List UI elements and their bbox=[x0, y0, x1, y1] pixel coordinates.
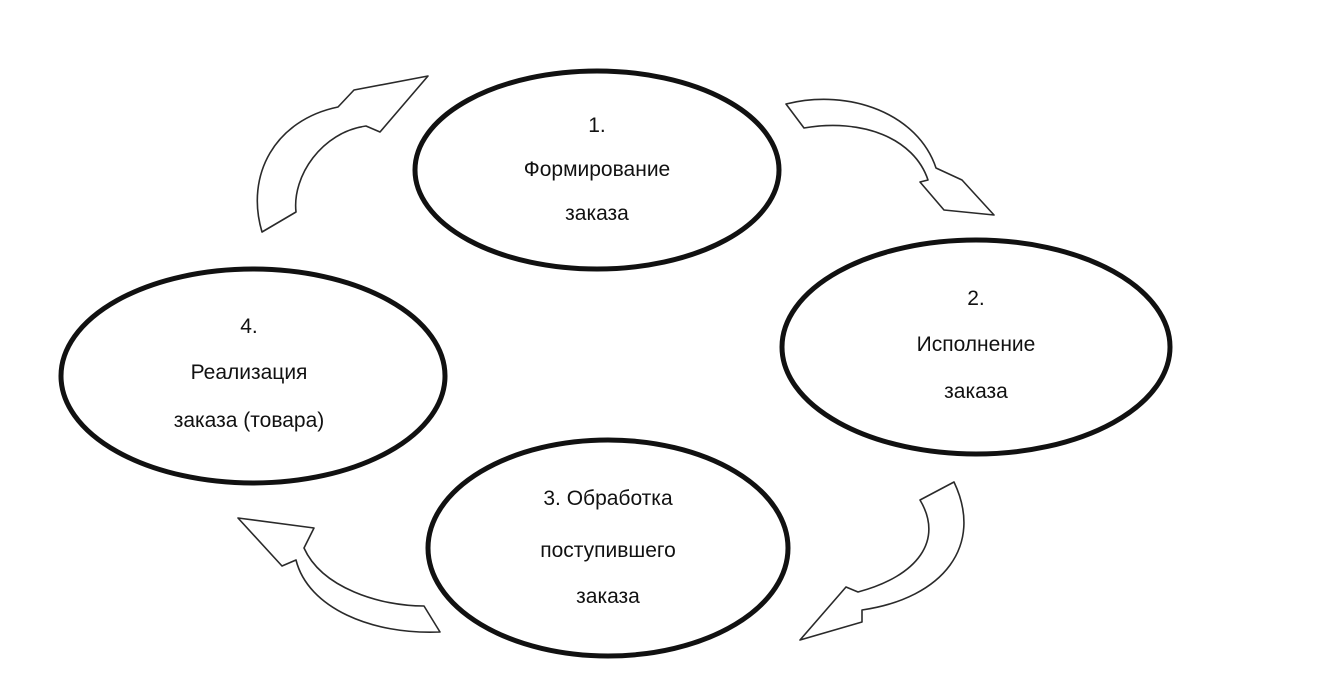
stage-1-line-3: заказа bbox=[565, 202, 629, 225]
stage-1-node: 1. Формирование заказа bbox=[412, 68, 782, 272]
stage-2-line-3: заказа bbox=[944, 380, 1008, 403]
stage-3-node: 3. Обработка поступившего заказа bbox=[425, 437, 791, 659]
stage-2-ellipse bbox=[779, 237, 1173, 457]
stage-4-line-2: Реализация bbox=[191, 361, 308, 384]
flow-arrow-4-to-1 bbox=[256, 75, 429, 233]
stage-3-line-2: поступившего bbox=[540, 539, 676, 562]
stage-4-line-1: 4. bbox=[240, 315, 258, 338]
flow-arrow-2-to-3 bbox=[799, 481, 965, 641]
flow-arrow-3-to-4 bbox=[237, 517, 441, 633]
stage-3-line-1: 3. Обработка bbox=[543, 487, 673, 510]
stage-2-node: 2. Исполнение заказа bbox=[779, 237, 1173, 457]
stage-2-line-2: Исполнение bbox=[917, 333, 1036, 356]
stage-3-line-3: заказа bbox=[576, 585, 640, 608]
stage-1-ellipse bbox=[412, 68, 782, 272]
stage-3-ellipse bbox=[425, 437, 791, 659]
stage-4-node: 4. Реализация заказа (товара) bbox=[58, 266, 448, 486]
flow-arrow-1-to-2 bbox=[785, 98, 995, 216]
stage-1-line-1: 1. bbox=[588, 114, 606, 137]
stage-1-line-2: Формирование bbox=[524, 158, 670, 181]
flow-arrows bbox=[237, 75, 995, 641]
stage-4-line-3: заказа (товара) bbox=[174, 409, 325, 432]
stage-4-ellipse bbox=[58, 266, 448, 486]
stage-2-line-1: 2. bbox=[967, 287, 985, 310]
